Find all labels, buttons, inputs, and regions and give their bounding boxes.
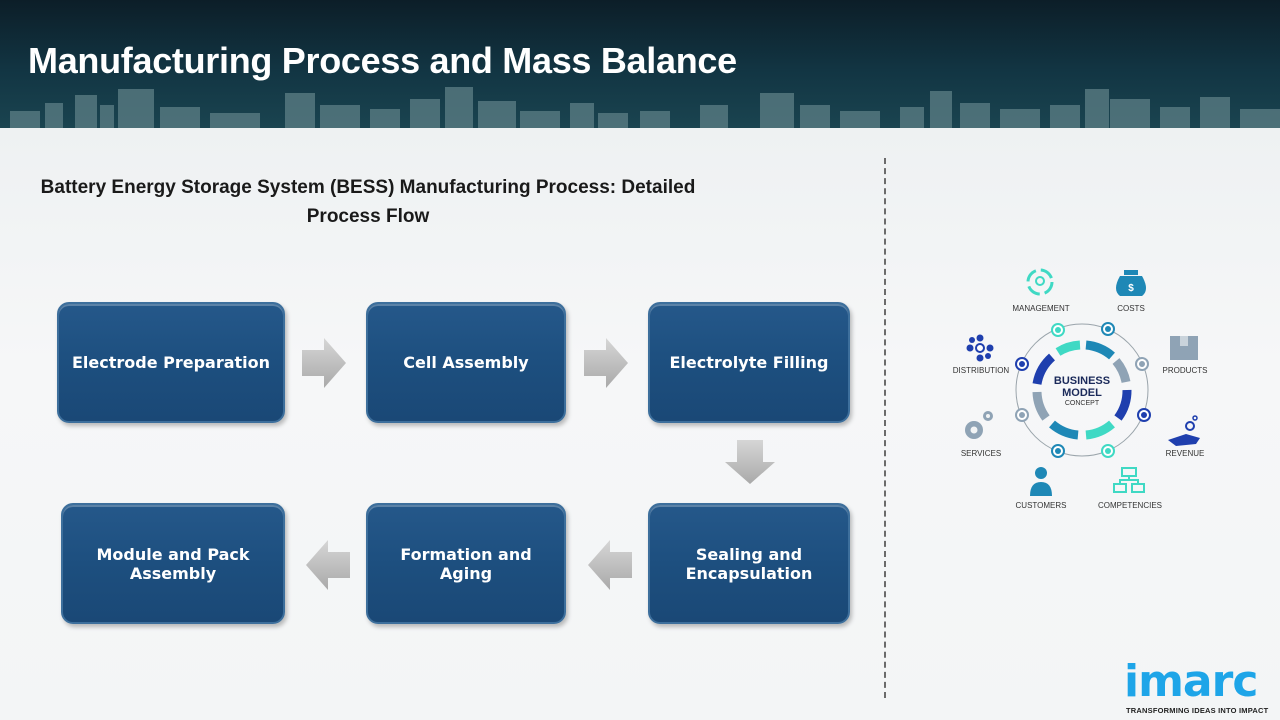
business-model-wheel: $ — [965, 268, 1200, 496]
process-step-electrolyte-filling: Electrolyte Filling — [648, 302, 850, 423]
process-step-cell-assembly: Cell Assembly — [366, 302, 566, 423]
money-bag-icon: $ — [1116, 270, 1146, 296]
step-label: Cell Assembly — [403, 353, 529, 372]
center-line-1: BUSINESS — [1053, 375, 1111, 387]
center-line-2: MODEL — [1062, 387, 1102, 399]
process-step-formation-aging: Formation and Aging — [366, 503, 566, 624]
step-label: Formation and Aging — [400, 544, 532, 583]
hand-coins-icon — [1168, 415, 1200, 446]
wheel-center-text: BUSINESS MODEL CONCEPT — [1037, 375, 1127, 409]
process-step-sealing-encapsulation: Sealing and Encapsulation — [648, 503, 850, 624]
step-label: Electrode Preparation — [71, 353, 271, 372]
diagram-title-line-2: Process Flow — [306, 206, 430, 227]
logo-tagline: TRANSFORMING IDEAS INTO IMPACT — [1126, 706, 1269, 715]
label-revenue: REVENUE — [1165, 449, 1205, 458]
step-label: Module and Pack Assembly — [96, 544, 250, 583]
step-label: Electrolyte Filling — [669, 353, 829, 372]
diagram-title: Battery Energy Storage System (BESS) Man… — [10, 173, 726, 231]
logo-wordmark: imarc — [1124, 656, 1258, 707]
label-services: SERVICES — [960, 449, 1002, 458]
gears-icon — [965, 411, 993, 439]
network-icon — [966, 334, 994, 362]
process-step-module-pack-assembly: Module and Pack Assembly — [61, 503, 285, 624]
label-customers: CUSTOMERS — [1015, 501, 1067, 510]
label-management: MANAGEMENT — [1012, 304, 1070, 313]
header-banner: Manufacturing Process and Mass Balance — [0, 0, 1280, 128]
arrow-right-icon — [584, 338, 628, 388]
diagram-title-line-1: Battery Energy Storage System (BESS) Man… — [40, 177, 696, 198]
business-model-graphic: $ BUSINESS MODEL CONCEPT MANAGEMENT COST… — [950, 260, 1230, 520]
label-competencies: COMPETENCIES — [1097, 501, 1162, 510]
city-skyline-decoration — [10, 87, 1280, 128]
arrow-left-icon — [306, 540, 350, 590]
label-distribution: DISTRIBUTION — [952, 366, 1010, 375]
label-costs: COSTS — [1117, 304, 1145, 313]
lightbulb-cycle-icon — [1026, 268, 1054, 296]
page-title: Manufacturing Process and Mass Balance — [28, 40, 737, 81]
svg-text:$: $ — [1128, 283, 1134, 294]
org-chart-icon — [1113, 467, 1145, 493]
label-products: PRODUCTS — [1162, 366, 1208, 375]
imarc-logo: imarc TRANSFORMING IDEAS INTO IMPACT — [1120, 650, 1280, 720]
arrow-down-icon — [725, 440, 775, 484]
box-icon — [1170, 336, 1198, 360]
arrow-left-icon — [588, 540, 632, 590]
dashed-divider — [884, 158, 886, 698]
process-step-electrode-preparation: Electrode Preparation — [57, 302, 285, 423]
arrow-right-icon — [302, 338, 346, 388]
center-line-3: CONCEPT — [1064, 400, 1100, 407]
step-label: Sealing and Encapsulation — [685, 544, 813, 583]
person-icon — [1030, 467, 1052, 496]
